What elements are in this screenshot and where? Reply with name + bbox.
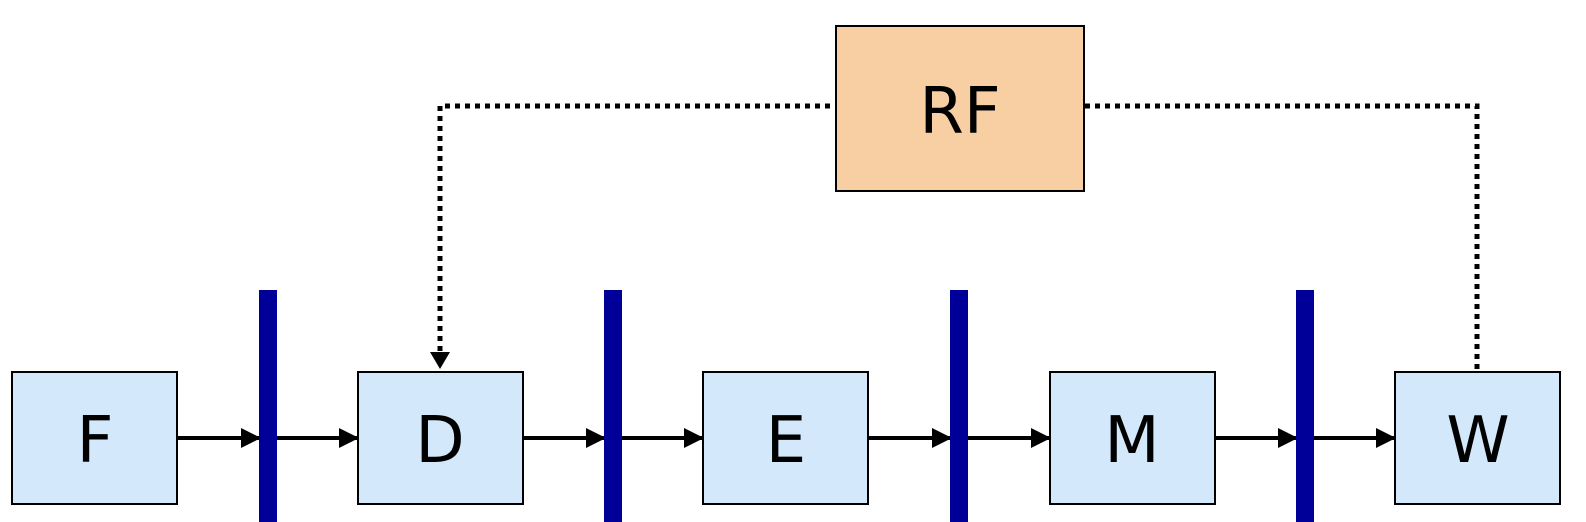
rf-read-arrowhead — [430, 352, 450, 369]
pipeline-latch-1 — [259, 290, 277, 522]
register-file-label: RF — [919, 75, 1000, 149]
stage-fetch-box — [11, 371, 178, 505]
stage-memory: M — [1049, 371, 1216, 505]
stage-decode-label: D — [415, 404, 464, 478]
rf-to-decode-read-path — [437, 103, 830, 358]
stage-decode: D — [357, 371, 524, 505]
stage-memory-box — [1049, 371, 1216, 505]
stage-decode-box — [357, 371, 524, 505]
stage-execute: E — [702, 371, 869, 505]
stage-writeback-box — [1394, 371, 1561, 505]
stage-memory-label: M — [1104, 404, 1159, 478]
register-file-block: RF — [835, 25, 1085, 192]
stage-execute-label: E — [766, 404, 806, 478]
pipeline-latch-3 — [950, 290, 968, 522]
stage-execute-box — [702, 371, 869, 505]
stage-writeback: W — [1394, 371, 1561, 505]
pipeline-latch-2 — [604, 290, 622, 522]
writeback-to-rf-path — [1083, 103, 1480, 369]
stage-fetch: F — [11, 371, 178, 505]
stage-writeback-label: W — [1446, 404, 1509, 478]
register-file-box — [835, 25, 1085, 192]
stage-fetch-label: F — [77, 404, 114, 478]
pipeline-latch-4 — [1296, 290, 1314, 522]
